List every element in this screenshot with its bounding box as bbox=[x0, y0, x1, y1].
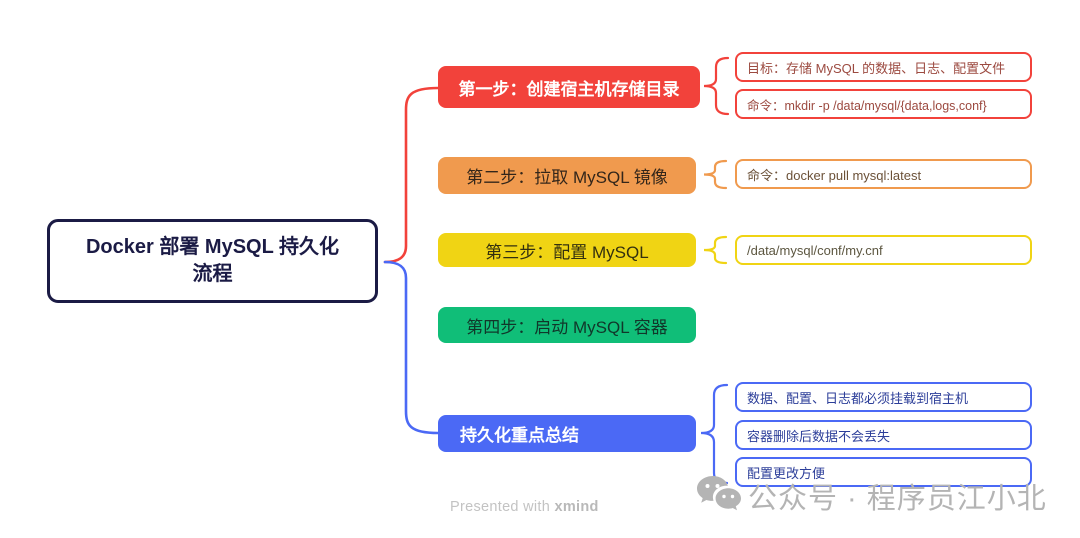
root-brace-lower bbox=[383, 260, 440, 435]
note-step2-command[interactable]: 命令：docker pull mysql:latest bbox=[735, 159, 1032, 189]
step3-brace bbox=[703, 235, 728, 265]
watermark-text: 公众号 · 程序员江小北 bbox=[748, 482, 1047, 515]
note-summary-mount[interactable]: 数据、配置、日志都必须挂载到宿主机 bbox=[735, 382, 1032, 412]
root-brace-upper bbox=[383, 86, 440, 264]
branch-step2[interactable]: 第二步：拉取 MySQL 镜像 bbox=[438, 157, 696, 194]
presented-with-text: Presented with bbox=[450, 499, 555, 515]
branch-summary[interactable]: 持久化重点总结 bbox=[438, 415, 696, 452]
root-topic[interactable]: Docker 部署 MySQL 持久化流程 bbox=[47, 219, 378, 303]
summary-brace bbox=[700, 383, 729, 485]
xmind-brand: xmind bbox=[554, 499, 599, 515]
note-step1-goal[interactable]: 目标：存储 MySQL 的数据、日志、配置文件 bbox=[735, 52, 1032, 82]
branch-step1[interactable]: 第一步：创建宿主机存储目录 bbox=[438, 66, 700, 108]
note-summary-easy-config[interactable]: 配置更改方便 bbox=[735, 457, 1032, 487]
presented-with-label: Presented with xmind bbox=[450, 499, 599, 515]
note-summary-no-loss[interactable]: 容器删除后数据不会丢失 bbox=[735, 420, 1032, 450]
branch-step3[interactable]: 第三步：配置 MySQL bbox=[438, 233, 696, 267]
branch-step4[interactable]: 第四步：启动 MySQL 容器 bbox=[438, 307, 696, 343]
step1-brace bbox=[703, 56, 730, 116]
step2-brace bbox=[703, 159, 728, 190]
note-step1-command[interactable]: 命令：mkdir -p /data/mysql/{data,logs,conf} bbox=[735, 89, 1032, 119]
wechat-icon bbox=[696, 474, 742, 517]
watermark: 公众号 · 程序员江小北 bbox=[696, 474, 1047, 517]
note-step3-path[interactable]: /data/mysql/conf/my.cnf bbox=[735, 235, 1032, 265]
